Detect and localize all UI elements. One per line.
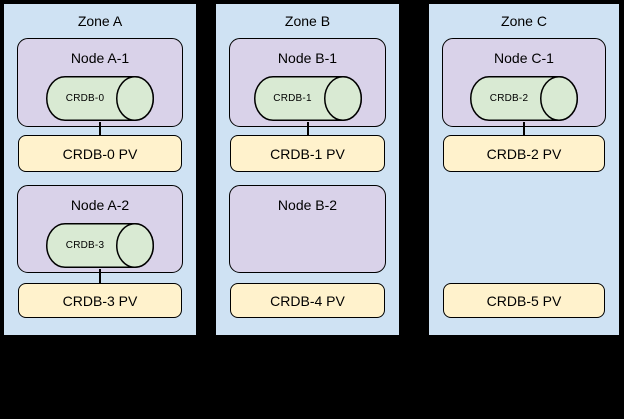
pv-label: CRDB-1 PV	[270, 145, 345, 162]
zone-a-panel: Zone A Node A-1 CRDB-0 CRDB-0 PV Node A-…	[2, 2, 198, 337]
node-a1-label: Node A-1	[70, 50, 130, 66]
pv-label: CRDB-5 PV	[486, 292, 562, 309]
connector-line	[99, 269, 101, 283]
node-c1-label: Node C-1	[494, 50, 554, 66]
connector-line	[99, 122, 101, 135]
connector-line	[523, 122, 525, 135]
cylinder-shape-icon	[46, 223, 154, 268]
zone-b-panel: Zone B Node B-1 CRDB-1 CRDB-1 PV Node B-…	[214, 2, 401, 337]
node-c1-box: Node C-1 CRDB-2	[442, 38, 606, 127]
pv-box-crdb-2: CRDB-2 PV	[443, 135, 605, 172]
cylinder-shape-icon	[46, 76, 154, 121]
pv-box-crdb-1: CRDB-1 PV	[230, 135, 385, 172]
crdb-0-pod-cylinder: CRDB-0	[46, 76, 154, 121]
zone-c-title: Zone C	[501, 13, 547, 29]
pv-box-crdb-5: CRDB-5 PV	[443, 283, 605, 318]
connector-line	[306, 122, 309, 135]
pv-label: CRDB-4 PV	[270, 292, 345, 309]
zone-c-panel: Zone C Node C-1 CRDB-2 CRDB-2 PV CRDB-5 …	[427, 2, 621, 337]
pv-label: CRDB-2 PV	[486, 145, 562, 162]
pv-box-crdb-3: CRDB-3 PV	[18, 283, 182, 318]
crdb-3-pod-cylinder: CRDB-3	[46, 223, 154, 268]
crdb-0-pod-label: CRDB-0	[65, 93, 105, 104]
crdb-1-pod-cylinder: CRDB-1	[253, 76, 362, 121]
cylinder-shape-icon	[470, 76, 578, 121]
crdb-2-pod-label: CRDB-2	[489, 93, 529, 104]
pv-box-crdb-0: CRDB-0 PV	[18, 135, 182, 172]
crdb-2-pod-cylinder: CRDB-2	[470, 76, 578, 121]
pv-label: CRDB-3 PV	[62, 292, 138, 309]
pv-label: CRDB-0 PV	[62, 145, 138, 162]
node-b2-label: Node B-2	[277, 197, 338, 213]
zone-b-title: Zone B	[284, 13, 331, 29]
crdb-1-pod-label: CRDB-1	[273, 93, 312, 104]
node-a2-box: Node A-2 CRDB-3	[17, 185, 183, 273]
zone-a-title: Zone A	[77, 13, 123, 29]
node-b1-label: Node B-1	[277, 50, 338, 66]
node-b2-box: Node B-2	[229, 185, 386, 273]
node-a2-label: Node A-2	[70, 197, 130, 213]
node-a1-box: Node A-1 CRDB-0	[17, 38, 183, 127]
pv-box-crdb-4: CRDB-4 PV	[230, 283, 385, 318]
cylinder-shape-icon	[253, 76, 362, 121]
crdb-3-pod-label: CRDB-3	[65, 240, 105, 251]
node-b1-box: Node B-1 CRDB-1	[229, 38, 386, 127]
